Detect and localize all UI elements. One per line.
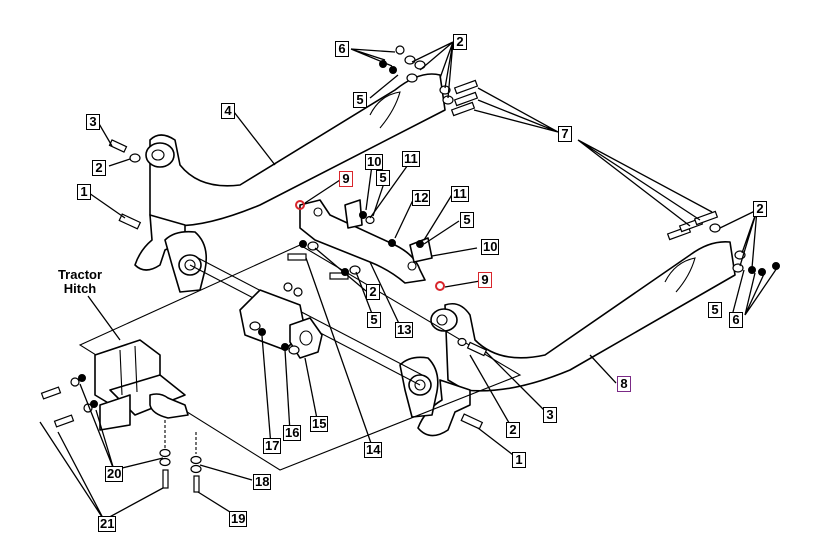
callout-11-upper[interactable]: 11 bbox=[402, 151, 420, 167]
hardware bbox=[40, 45, 780, 493]
callout-9-upper[interactable]: 9 bbox=[339, 171, 353, 187]
center-bracket bbox=[299, 199, 433, 284]
callout-14[interactable]: 14 bbox=[364, 442, 383, 458]
callout-5-center[interactable]: 5 bbox=[367, 312, 381, 328]
callout-16[interactable]: 16 bbox=[283, 425, 302, 441]
callout-21[interactable]: 21 bbox=[98, 516, 117, 532]
callout-1-lower[interactable]: 1 bbox=[512, 452, 526, 468]
callout-5-upper[interactable]: 5 bbox=[376, 170, 390, 186]
callout-2-right[interactable]: 2 bbox=[753, 201, 767, 217]
callout-5-right[interactable]: 5 bbox=[708, 302, 722, 318]
callout-9-lower[interactable]: 9 bbox=[478, 272, 492, 288]
callout-15[interactable]: 15 bbox=[310, 416, 329, 432]
callout-2-top[interactable]: 2 bbox=[453, 34, 467, 50]
callout-1-left[interactable]: 1 bbox=[77, 184, 91, 200]
callout-20[interactable]: 20 bbox=[105, 466, 124, 482]
callout-11-lower[interactable]: 11 bbox=[451, 186, 469, 202]
callout-5-top[interactable]: 5 bbox=[353, 92, 367, 108]
callout-2-lower[interactable]: 2 bbox=[506, 422, 520, 438]
tractor-hitch-label: Tractor Hitch bbox=[48, 268, 112, 296]
right-arm bbox=[399, 240, 736, 437]
callout-2-left[interactable]: 2 bbox=[92, 160, 106, 176]
callout-10-lower[interactable]: 10 bbox=[481, 239, 500, 255]
callout-10-upper[interactable]: 10 bbox=[365, 154, 384, 170]
callout-4[interactable]: 4 bbox=[221, 103, 235, 119]
callout-3-right[interactable]: 3 bbox=[543, 407, 557, 423]
callout-5-mid[interactable]: 5 bbox=[460, 212, 474, 228]
callout-3-left[interactable]: 3 bbox=[86, 114, 100, 130]
left-arm bbox=[134, 73, 446, 293]
callout-17[interactable]: 17 bbox=[263, 438, 282, 454]
swivel-bracket bbox=[239, 289, 323, 359]
callout-6-top[interactable]: 6 bbox=[335, 41, 349, 57]
callout-7[interactable]: 7 bbox=[558, 126, 572, 142]
tractor-hitch bbox=[94, 339, 189, 431]
callout-8[interactable]: 8 bbox=[617, 376, 631, 392]
callout-12[interactable]: 12 bbox=[412, 190, 431, 206]
callout-19[interactable]: 19 bbox=[229, 511, 248, 527]
callout-2-center[interactable]: 2 bbox=[366, 284, 380, 300]
tractor-hitch-label-line1: Tractor bbox=[57, 267, 103, 282]
callout-6-right[interactable]: 6 bbox=[729, 312, 743, 328]
callout-18[interactable]: 18 bbox=[253, 474, 272, 490]
callout-13[interactable]: 13 bbox=[395, 322, 414, 338]
tractor-hitch-label-line2: Hitch bbox=[63, 281, 97, 296]
